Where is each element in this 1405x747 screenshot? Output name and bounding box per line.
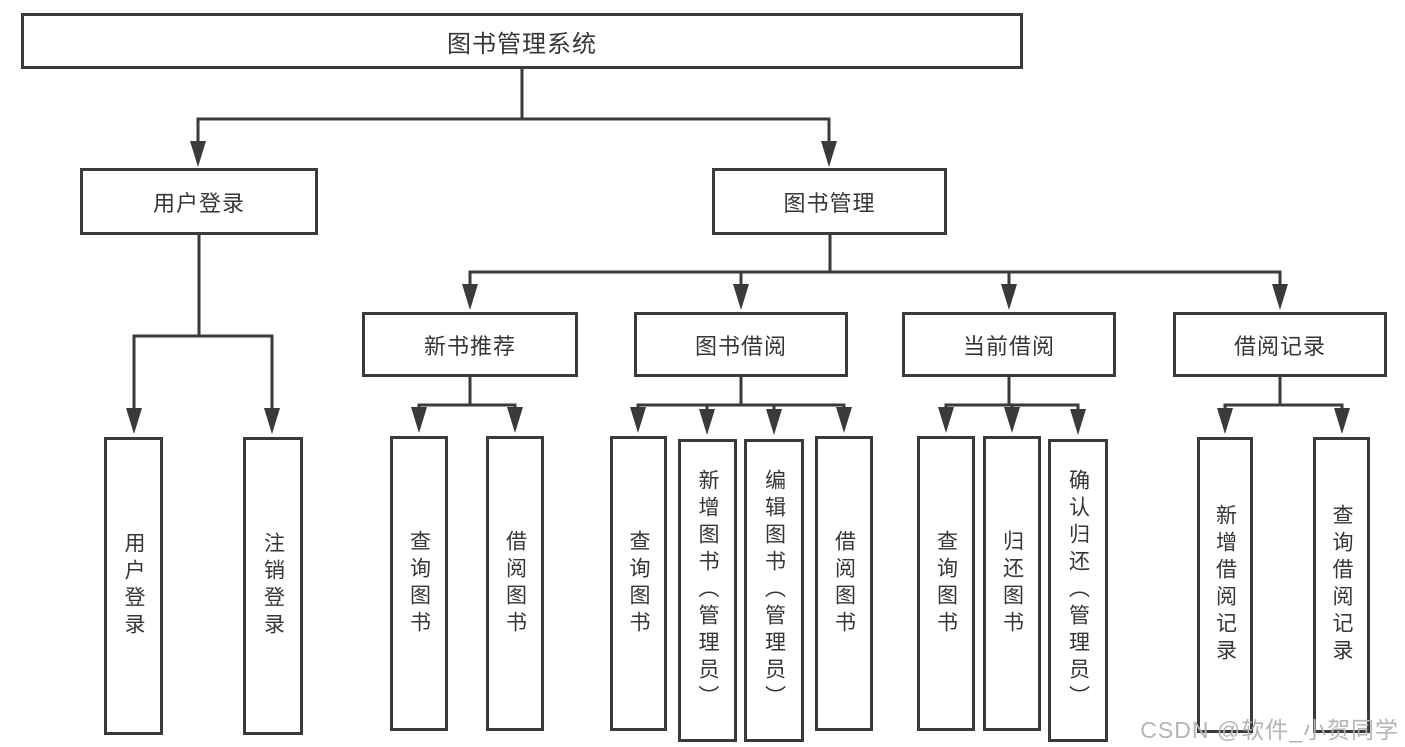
csdn-watermark: CSDN @软件_小贺同学 bbox=[1140, 717, 1399, 743]
leaf-query-book-current: 查询图书 bbox=[917, 436, 975, 731]
connector-root-to-level2 bbox=[190, 68, 837, 167]
node-borrow-record: 借阅记录 bbox=[1173, 312, 1387, 377]
node-current-borrow: 当前借阅 bbox=[902, 312, 1116, 377]
connector-new-book-recommend-children bbox=[411, 377, 523, 433]
leaf-confirm-return-admin: 确认归还（管理员） bbox=[1048, 439, 1108, 742]
node-book-borrow: 图书借阅 bbox=[634, 312, 848, 377]
leaf-borrow-book-recommend: 借阅图书 bbox=[486, 436, 544, 731]
node-root-system: 图书管理系统 bbox=[21, 13, 1023, 69]
leaf-borrow-book-recommend-label: 借阅图书 bbox=[503, 529, 527, 638]
leaf-logout: 注销登录 bbox=[243, 437, 303, 735]
leaf-return-book-label: 归还图书 bbox=[1000, 529, 1024, 638]
leaf-query-borrow-record-label: 查询借阅记录 bbox=[1330, 504, 1353, 666]
leaf-borrow-book: 借阅图书 bbox=[815, 436, 873, 731]
connector-user-login-children bbox=[126, 235, 280, 434]
node-book-management: 图书管理 bbox=[712, 168, 947, 235]
connector-book-borrow-children bbox=[630, 377, 852, 435]
node-new-book-recommend: 新书推荐 bbox=[362, 312, 578, 377]
leaf-edit-book-admin-label: 编辑图书（管理员） bbox=[762, 469, 786, 712]
leaf-add-borrow-record-label: 新增借阅记录 bbox=[1213, 504, 1237, 666]
leaf-add-book-admin: 新增图书（管理员） bbox=[678, 439, 737, 742]
node-user-login: 用户登录 bbox=[80, 168, 318, 235]
leaf-query-book-borrow-label: 查询图书 bbox=[627, 529, 650, 638]
leaf-query-book-borrow: 查询图书 bbox=[610, 436, 667, 731]
leaf-confirm-return-admin-label: 确认归还（管理员） bbox=[1066, 469, 1090, 712]
leaf-return-book: 归还图书 bbox=[983, 436, 1041, 731]
leaf-add-book-admin-label: 新增图书（管理员） bbox=[696, 469, 719, 712]
leaf-user-login: 用户登录 bbox=[104, 437, 163, 735]
leaf-query-book-recommend: 查询图书 bbox=[390, 436, 448, 731]
connector-borrow-record-children bbox=[1217, 377, 1350, 434]
leaf-edit-book-admin: 编辑图书（管理员） bbox=[744, 439, 804, 742]
leaf-user-login-label: 用户登录 bbox=[122, 532, 145, 640]
leaf-add-borrow-record: 新增借阅记录 bbox=[1197, 437, 1253, 733]
connector-current-borrow-children bbox=[938, 377, 1086, 435]
leaf-query-book-recommend-label: 查询图书 bbox=[407, 529, 431, 638]
leaf-query-borrow-record: 查询借阅记录 bbox=[1313, 437, 1370, 733]
leaf-logout-label: 注销登录 bbox=[261, 532, 285, 640]
leaf-query-book-current-label: 查询图书 bbox=[934, 529, 958, 638]
connector-book-management-children bbox=[462, 235, 1288, 310]
leaf-borrow-book-label: 借阅图书 bbox=[832, 529, 856, 638]
